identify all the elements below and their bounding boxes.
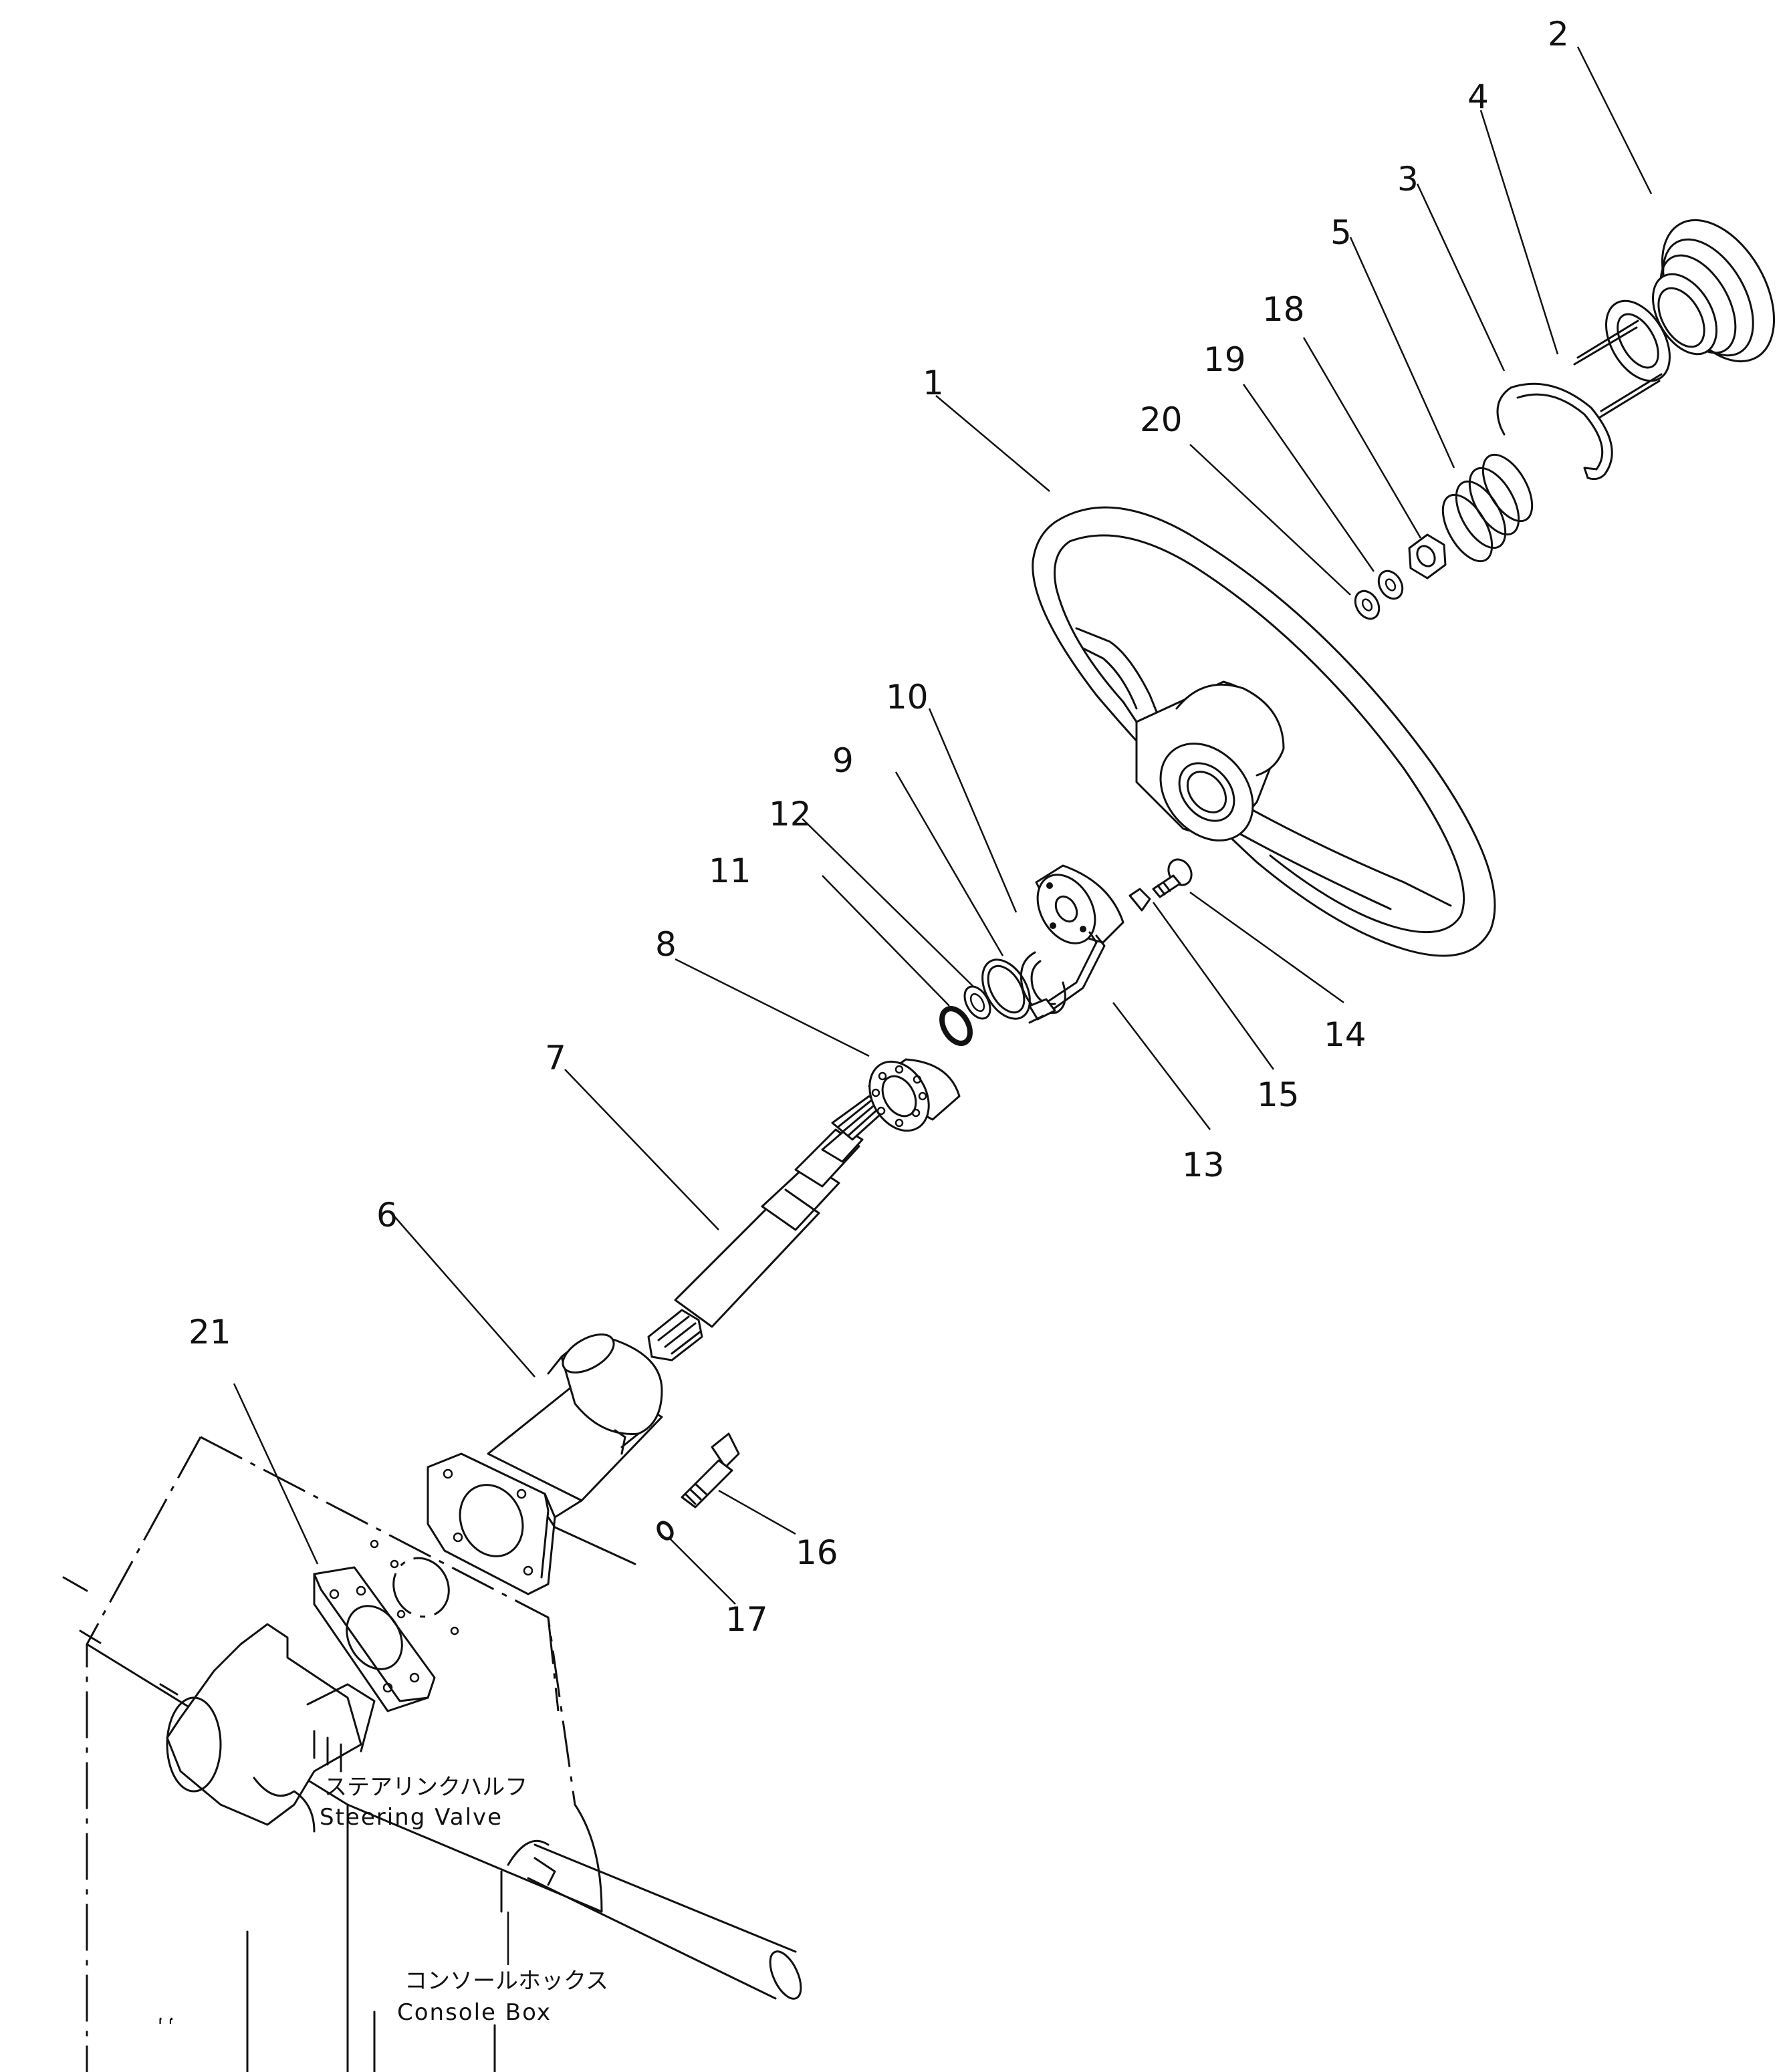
label-14: 14 — [1324, 1015, 1366, 1054]
label-10: 10 — [886, 678, 929, 717]
washer-9 — [981, 958, 1031, 1020]
label-9: 9 — [832, 741, 854, 780]
steering-valve — [166, 1623, 376, 1833]
part-labels: 1 2 3 4 5 6 7 8 9 10 11 12 13 14 15 16 1… — [189, 15, 1569, 1639]
label-12: 12 — [769, 795, 812, 833]
nut-18 — [1408, 533, 1447, 579]
label-3: 3 — [1397, 160, 1419, 199]
label-15: 15 — [1257, 1075, 1300, 1114]
caption-steering-valve-jp: ステアリンクハルフ — [324, 1774, 527, 1801]
bushing-15 — [1128, 888, 1151, 912]
svg-text:' ': ' ' — [158, 2017, 173, 2037]
label-21: 21 — [189, 1313, 231, 1351]
horn-cap-2 — [1652, 219, 1776, 363]
washer-20 — [1354, 590, 1381, 620]
switch-plate-13 — [1028, 864, 1124, 1024]
label-19: 19 — [1203, 340, 1246, 379]
label-13: 13 — [1182, 1146, 1225, 1184]
label-11: 11 — [709, 852, 751, 890]
gasket-plate-21 — [313, 1566, 436, 1712]
spring-5 — [1441, 453, 1534, 563]
leader-lines — [233, 46, 1653, 1965]
label-4: 4 — [1467, 78, 1489, 116]
label-5: 5 — [1330, 213, 1352, 252]
label-18: 18 — [1262, 290, 1305, 329]
label-8: 8 — [655, 925, 677, 964]
screw-14 — [1152, 858, 1193, 898]
washer-17 — [657, 1521, 674, 1541]
steering-shaft-7 — [647, 1095, 887, 1362]
contact-plate-4 — [1573, 299, 1671, 419]
label-2: 2 — [1548, 15, 1569, 53]
svg-text:. .: . . — [158, 2004, 174, 2025]
retainer-ring-3 — [1496, 382, 1613, 481]
caption-console-box-en: Console Box — [397, 1999, 552, 2026]
label-7: 7 — [545, 1039, 566, 1077]
label-16: 16 — [796, 1533, 838, 1572]
lock-washer-19 — [1377, 569, 1404, 600]
label-1: 1 — [923, 364, 944, 402]
bearing-8 — [868, 1058, 961, 1132]
console-mount-holes — [370, 1539, 459, 1636]
label-20: 20 — [1140, 400, 1183, 439]
label-6: 6 — [376, 1196, 398, 1235]
caption-console-box-jp: コンソールホックス — [404, 1968, 608, 1994]
captions: ステアリンクハルフ Steering Valve コンソールホックス Conso… — [320, 1774, 608, 2026]
caption-steering-valve-en: Steering Valve — [320, 1804, 503, 1831]
bolt-16 — [681, 1432, 740, 1509]
column-housing-6 — [427, 1333, 663, 1595]
column-lower-shaft — [500, 1839, 802, 2000]
steering-wheel-1 — [1032, 506, 1496, 957]
label-17: 17 — [725, 1600, 768, 1639]
o-ring-11 — [939, 1006, 973, 1046]
